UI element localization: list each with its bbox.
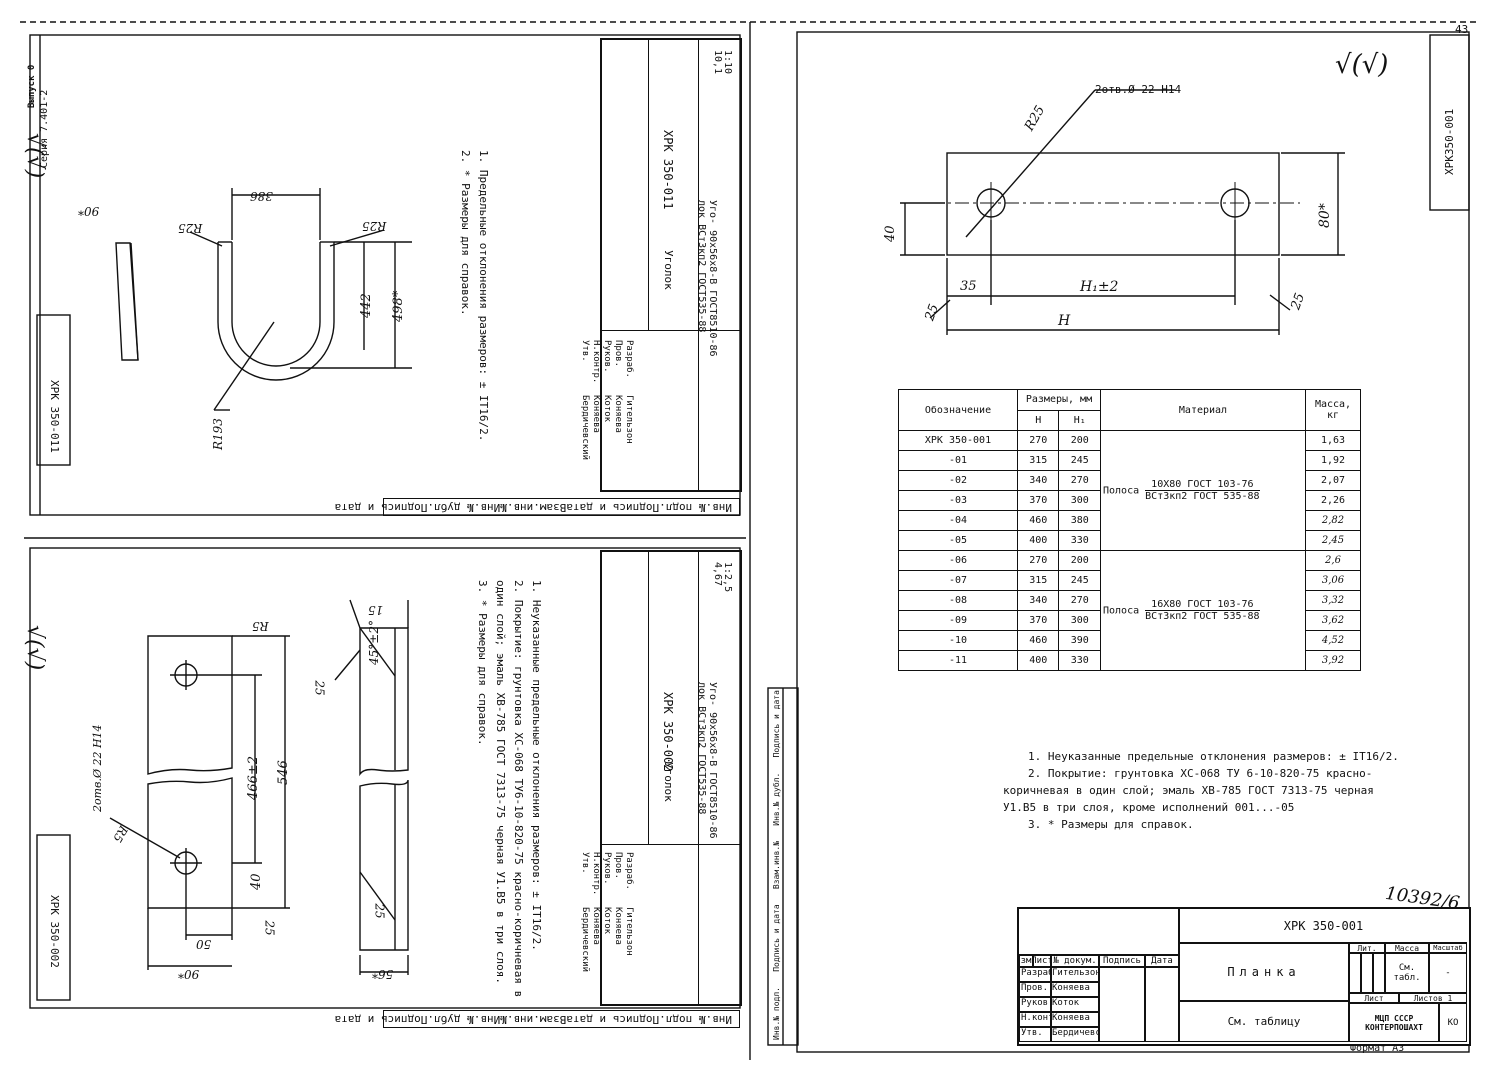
drawing-011-notes: 1. Предельные отклонения размеров: ± IT1… bbox=[456, 150, 492, 441]
drawing-001-title-block: Изм. Лист № докум. Подпись Дата Разраб. … bbox=[1017, 907, 1471, 1046]
drawing-001-roughness: √(√) bbox=[1335, 50, 1389, 80]
dim-001-80: 80* bbox=[1317, 203, 1333, 228]
drawing-002-title-block: ХРК 350-002 Уголок Уго- 90х56х8-В ГОСТ85… bbox=[580, 550, 742, 1006]
drawing-002-roughness: √(√) bbox=[22, 625, 47, 671]
drawing-001-notes: 1. Неуказанные предельные отклонения раз… bbox=[1003, 748, 1399, 833]
dim-011-r25-left: R25 bbox=[178, 221, 203, 235]
spec-head-mass: Масса, кг bbox=[1305, 389, 1361, 431]
drawing-002-note-3: один слой; эмаль ХВ-785 ГОСТ 7313-75 чер… bbox=[494, 580, 507, 984]
spec-head-h: Н bbox=[1016, 409, 1060, 431]
dim-001-h: H bbox=[1058, 313, 1071, 329]
dim-002-15: 15 bbox=[368, 603, 384, 617]
dim-002-r5-top: R5 bbox=[252, 619, 269, 633]
dim-002-40: 40 bbox=[249, 873, 264, 890]
drawing-001-note-3: 3. * Размеры для справок. bbox=[1028, 818, 1194, 831]
spec-head-material: Материал bbox=[1100, 389, 1306, 431]
dim-002-466: 466±2 bbox=[246, 756, 261, 800]
spec-material-a: Полоса 10Х80 ГОСТ 103-76 ВСт3кп2 ГОСТ 53… bbox=[1100, 430, 1306, 551]
drawing-001-sheets: Листов 1 bbox=[1399, 993, 1467, 1003]
dim-002-25-a: 25 bbox=[312, 680, 327, 696]
drawing-011-roughness: √(√) bbox=[22, 133, 47, 179]
drawing-001-mass: См. табл. bbox=[1385, 953, 1429, 993]
dim-011-498: 498* bbox=[391, 290, 406, 322]
spec-head-h1: Н₁ bbox=[1058, 409, 1101, 431]
dim-002-50: 50 bbox=[196, 937, 212, 951]
drawing-011-roles: Разраб.Пров.Руков.Н.контр.Утв. bbox=[580, 340, 634, 384]
spec-head-sizes: Размеры, мм bbox=[1017, 389, 1101, 411]
dim-002-25-c: 25 bbox=[372, 903, 387, 919]
drawing-011-name: Уголок bbox=[662, 250, 675, 290]
drawing-011-mass: 10,1 bbox=[712, 50, 723, 75]
drawing-001-note-2: 2. Покрытие: грунтовка ХС-068 ТУ 6-10-82… bbox=[1028, 767, 1373, 780]
drawing-001-note-1: 1. Неуказанные предельные отклонения раз… bbox=[1028, 750, 1399, 763]
dim-002-546: 546 bbox=[276, 760, 291, 785]
dim-011-r193: R193 bbox=[211, 418, 225, 450]
drawing-002-material: Уго- 90х56х8-В ГОСТ8510-86 bbox=[707, 682, 718, 839]
drawing-001-material: См. таблицу bbox=[1179, 1001, 1349, 1042]
dim-002-angle: 45°±2° bbox=[367, 620, 381, 665]
drawing-002-material-2: лок ВСт3кп2 ГОСТ535-88 bbox=[696, 682, 707, 815]
drawing-002-roles: Разраб.Пров.Руков.Н.контр.Утв. bbox=[580, 852, 634, 896]
drawing-011-code: ХРК 350-011 bbox=[661, 130, 675, 210]
dim-011-90: 90* bbox=[78, 204, 100, 218]
drawing-011-material-2: лок ВСт3кп2 ГОСТ535-88 bbox=[696, 200, 707, 333]
dim-001-35: 35 bbox=[960, 279, 977, 294]
drawing-002-note-1: 1. Неуказанные предельные отклонения раз… bbox=[530, 580, 543, 951]
spec-head-designation: Обозначение bbox=[898, 389, 1018, 431]
drawing-001-name: Планка bbox=[1179, 943, 1349, 1001]
dim-001-h1: H₁±2 bbox=[1080, 279, 1119, 295]
dim-002-holes: 2отв.Ø 22 Н14 bbox=[91, 724, 104, 812]
drawing-002-note-4: 3. * Размеры для справок. bbox=[476, 580, 489, 746]
spec-material-b: Полоса 16Х80 ГОСТ 103-76 ВСт3кп2 ГОСТ 53… bbox=[1100, 550, 1306, 671]
album-issue: Выпуск 0 bbox=[27, 64, 37, 108]
drawing-011-material: Уго- 90х56х8-В ГОСТ8510-86 bbox=[707, 200, 718, 357]
dim-001-40: 40 bbox=[883, 225, 898, 242]
drawing-001-format: Формат А3 bbox=[1350, 1043, 1405, 1054]
drawing-002-mass: 4,67 bbox=[712, 562, 723, 587]
drawing-002-scale: 1:2,5 bbox=[722, 562, 733, 593]
dim-002-90: 90* bbox=[178, 967, 200, 981]
drawing-001-org-code: КО bbox=[1439, 1003, 1467, 1042]
dim-011-386: 386 bbox=[250, 189, 273, 203]
drawing-011-scale: 1:10 bbox=[722, 50, 733, 75]
drawing-001-code: ХРК 350-001 bbox=[1179, 909, 1467, 943]
drawing-001-scale: - bbox=[1429, 953, 1467, 993]
drawing-002-notes: 1. Неуказанные предельные отклонения раз… bbox=[473, 580, 545, 997]
drawing-001-note-2c: У1.В5 в три слоя, кроме исполнений 001..… bbox=[1003, 801, 1295, 814]
drawing-001-side-code: ХРК350-001 bbox=[1443, 108, 1456, 175]
drawing-001-org: МЦП СССР КОНТЕРПОШАХТ bbox=[1349, 1003, 1439, 1042]
dim-011-442: 442 bbox=[359, 293, 374, 318]
drawing-002-side-code: ХРК 350-002 bbox=[48, 895, 61, 968]
drawing-011-side-code: ХРК 350-011 bbox=[48, 380, 61, 453]
drawing-011-title-block: ХРК 350-011 Уголок Уго- 90х56х8-В ГОСТ85… bbox=[580, 38, 742, 492]
dim-002-56: 56* bbox=[372, 967, 394, 981]
drawing-011-note-2: 2. * Размеры для справок. bbox=[459, 150, 472, 316]
page-number: 43 bbox=[1455, 23, 1469, 36]
drawing-002-note-2: 2. Покрытие: грунтовка ХС-068 ТУ6-10-820… bbox=[512, 580, 525, 998]
drawing-002-code: ХРК 350-002 bbox=[661, 692, 675, 772]
dim-001-holes: 2отв.Ø 22 Н14 bbox=[1095, 83, 1182, 96]
drawing-011-note-1: 1. Предельные отклонения размеров: ± IT1… bbox=[477, 150, 490, 442]
dim-011-r25-right: R25 bbox=[362, 219, 387, 233]
dim-002-25-b: 25 bbox=[262, 920, 277, 936]
drawing-002-name: Уголок bbox=[662, 762, 675, 802]
spec-table: Обозначение Размеры, мм Материал Масса, … bbox=[898, 389, 1361, 671]
drawing-001-note-2b: коричневая в один слой; эмаль ХВ-785 ГОС… bbox=[1003, 784, 1374, 797]
